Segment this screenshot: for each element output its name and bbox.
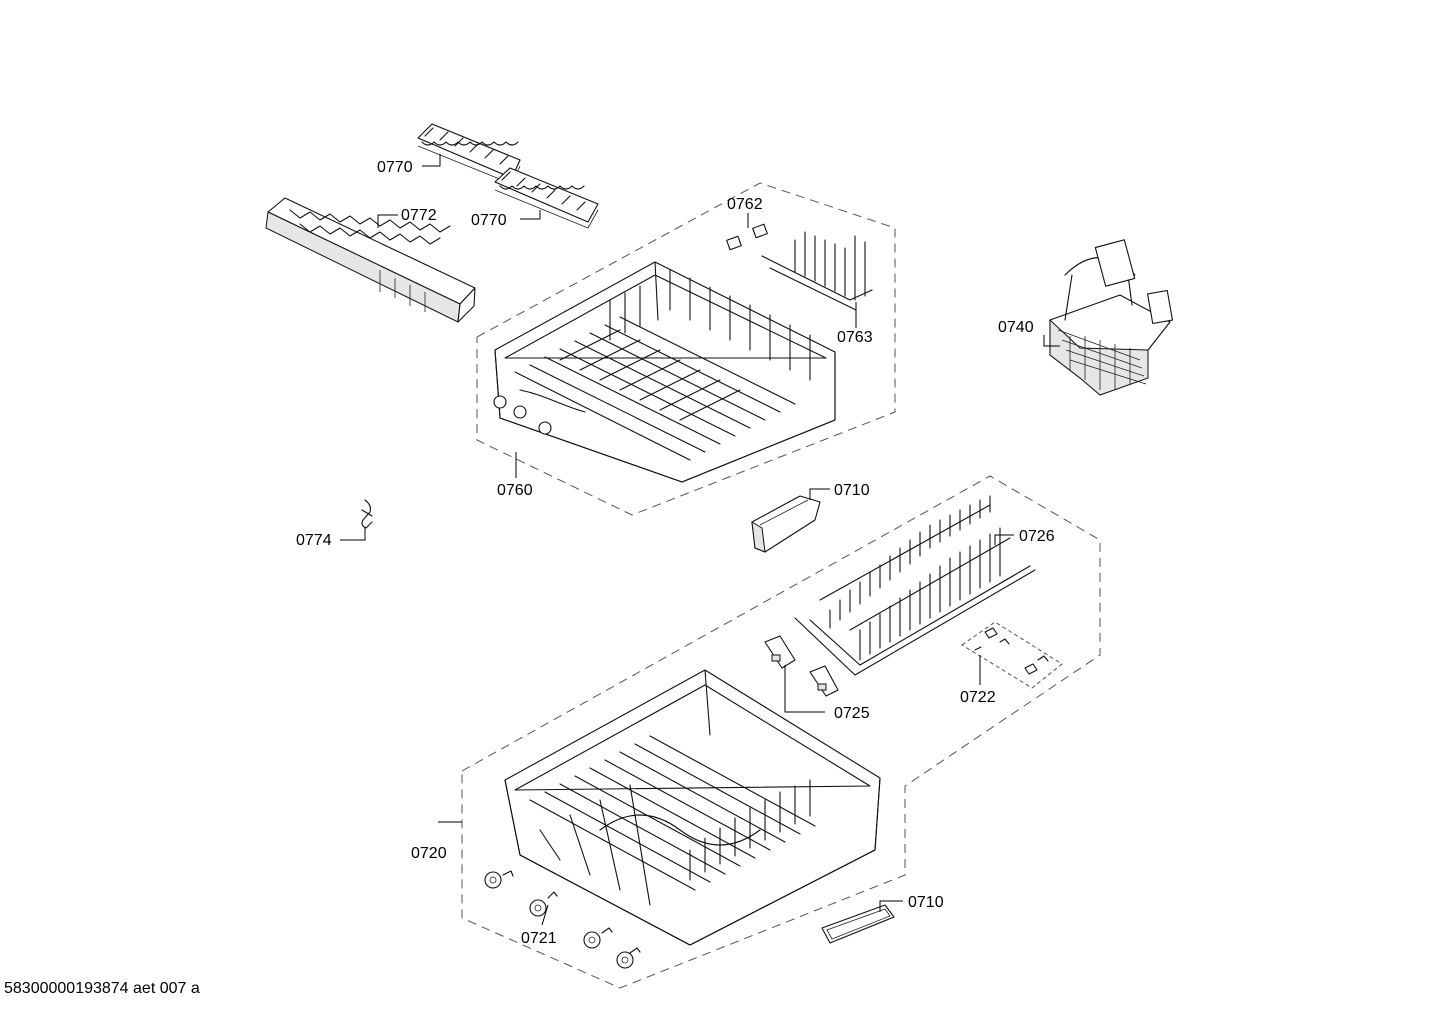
part-label-0726: 0726	[1019, 528, 1055, 545]
upper-basket-0760	[493, 261, 836, 483]
document-id: 58300000193874 aet 007 a	[4, 980, 200, 997]
part-label-0774: 0774	[296, 532, 332, 549]
part-label-0762: 0762	[727, 196, 763, 213]
part-label-0770b: 0770	[471, 212, 507, 229]
fastener-set-0722	[961, 621, 1063, 689]
cutlery-insert-0770-bottom	[494, 167, 599, 229]
part-label-0763: 0763	[837, 329, 873, 346]
part-label-0721: 0721	[521, 930, 557, 947]
rating-plate-0710-top	[751, 495, 821, 553]
cup-rack-0763	[761, 231, 873, 311]
rating-plate-0710-bottom	[821, 904, 895, 944]
cutlery-drawer-0772	[265, 197, 476, 323]
part-label-0760: 0760	[497, 482, 533, 499]
lower-basket-group-outline	[461, 475, 1101, 989]
part-label-0720: 0720	[411, 845, 447, 862]
clip-0762	[726, 223, 768, 251]
part-label-0710a: 0710	[834, 482, 870, 499]
upper-basket-group-outline	[476, 182, 896, 516]
leader-lines	[340, 154, 1060, 926]
spring-clip-0774	[361, 499, 373, 529]
part-label-0740: 0740	[998, 319, 1034, 336]
cutlery-basket-0740	[1049, 239, 1174, 396]
wheels-0721	[484, 870, 641, 969]
part-label-0770a: 0770	[377, 159, 413, 176]
holder-0725	[764, 635, 839, 697]
part-label-0725: 0725	[834, 705, 870, 722]
lower-basket-0720	[504, 669, 881, 946]
part-label-0722: 0722	[960, 689, 996, 706]
plate-rack-0726	[794, 495, 1036, 676]
part-label-0710b: 0710	[908, 894, 944, 911]
part-label-0772: 0772	[401, 207, 437, 224]
